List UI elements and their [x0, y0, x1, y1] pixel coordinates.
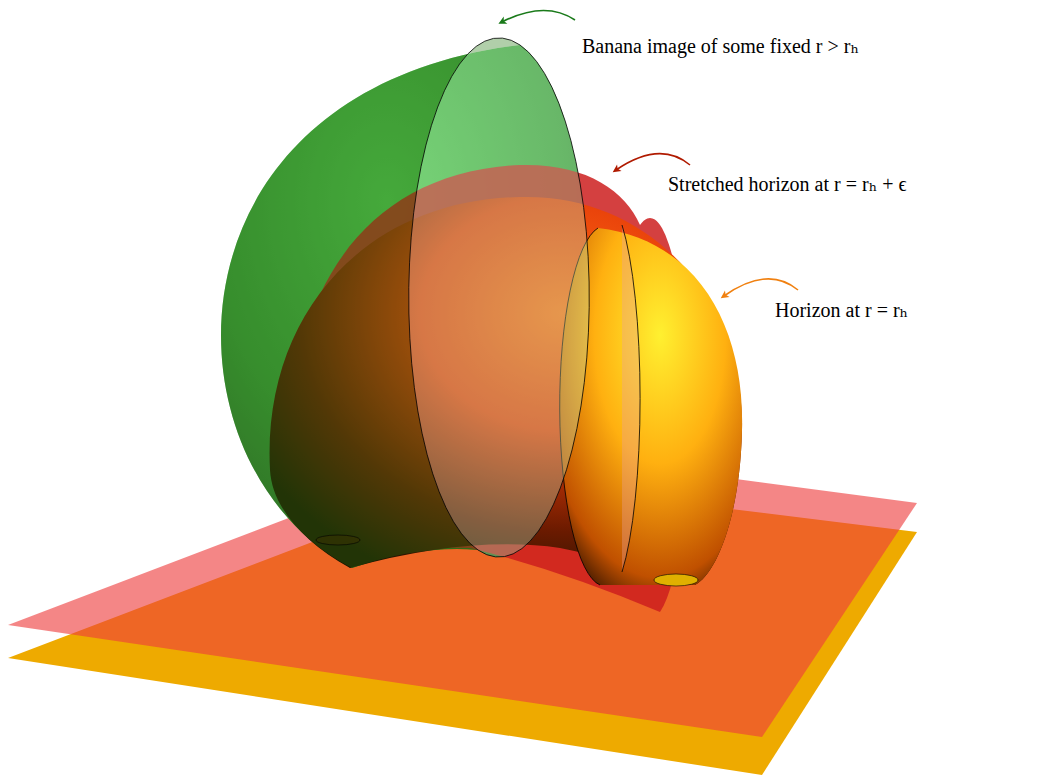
callout-label: Horizon at r = rₕ	[775, 298, 908, 322]
contact-ring	[654, 574, 698, 586]
pointer-arrow	[724, 279, 798, 296]
stretched-cap-edge	[622, 225, 640, 572]
pointer-arrow	[502, 10, 575, 22]
callout-label: Stretched horizon at r = rₕ + ϵ	[668, 172, 907, 196]
banana-cap-edge	[409, 38, 590, 557]
pointer-arrow	[616, 154, 690, 170]
contact-ring	[316, 535, 360, 545]
callout-label: Banana image of some fixed r > rₕ	[582, 34, 859, 58]
